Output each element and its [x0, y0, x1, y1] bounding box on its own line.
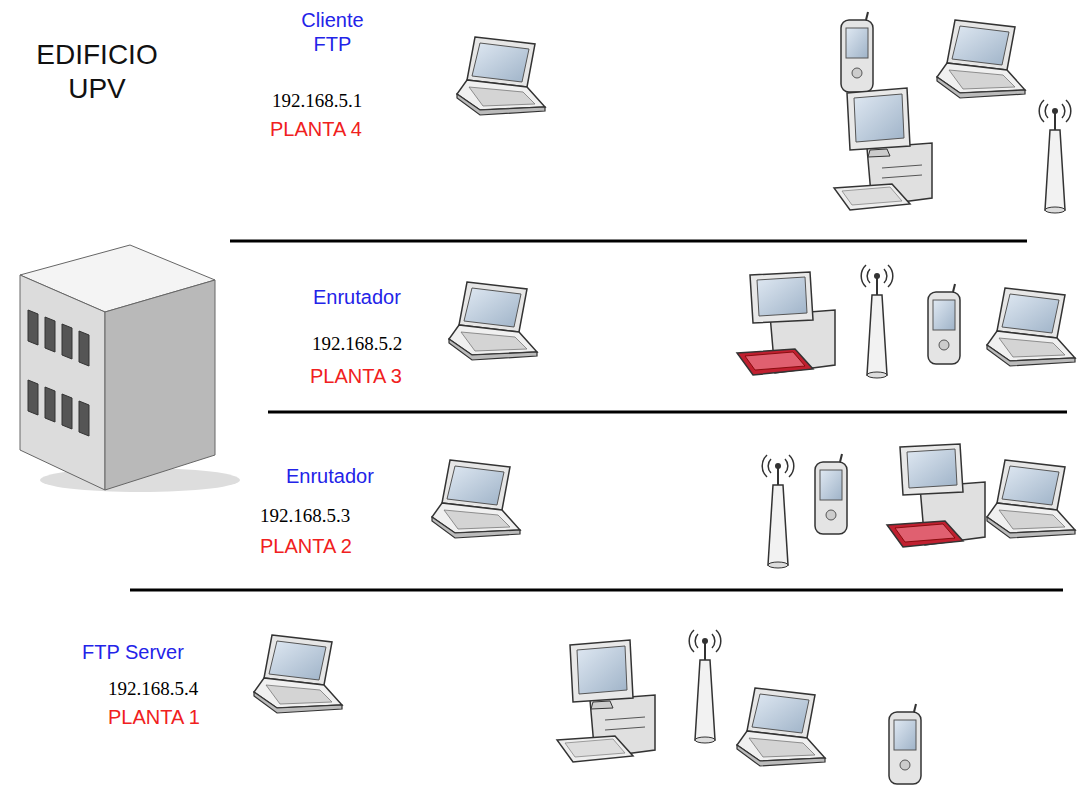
- laptop-icon: [432, 460, 520, 538]
- floor-line: [230, 240, 1027, 243]
- floor-label: PLANTA 4: [270, 117, 362, 141]
- pc-icon: [834, 88, 932, 210]
- role-label: Enrutador: [286, 464, 374, 488]
- floor-label: PLANTA 3: [310, 364, 402, 388]
- laptop-icon: [737, 688, 825, 766]
- laptop-icon: [937, 20, 1025, 98]
- building-icon: [20, 245, 240, 492]
- antenna-icon: [861, 265, 893, 378]
- antenna-icon: [762, 455, 794, 568]
- floor-label: PLANTA 2: [260, 534, 352, 558]
- pda-icon: [815, 454, 847, 534]
- pda-icon: [841, 12, 873, 92]
- laptop-icon: [987, 460, 1075, 538]
- ip-address: 192.168.5.4: [108, 678, 198, 701]
- floor-label: PLANTA 1: [108, 705, 200, 729]
- ip-address: 192.168.5.1: [272, 90, 362, 113]
- pda-icon: [928, 284, 960, 364]
- laptop-icon: [254, 635, 342, 713]
- ip-address: 192.168.5.2: [312, 333, 402, 356]
- antenna-icon: [1039, 100, 1071, 213]
- laptop-icon: [457, 37, 545, 115]
- building-title: EDIFICIO UPV: [22, 38, 172, 105]
- laptop-icon: [449, 282, 537, 360]
- role-label: Enrutador: [313, 285, 401, 309]
- pc-icon: [737, 272, 835, 375]
- pc-icon: [557, 640, 655, 762]
- role-label: Cliente FTP: [285, 8, 380, 56]
- ip-address: 192.168.5.3: [260, 505, 350, 528]
- floor-line: [130, 589, 1063, 592]
- pc-icon: [887, 444, 985, 547]
- antenna-icon: [689, 630, 721, 743]
- pda-icon: [889, 704, 921, 784]
- laptop-icon: [987, 288, 1075, 366]
- floor-line: [268, 411, 1067, 414]
- role-label: FTP Server: [82, 640, 184, 664]
